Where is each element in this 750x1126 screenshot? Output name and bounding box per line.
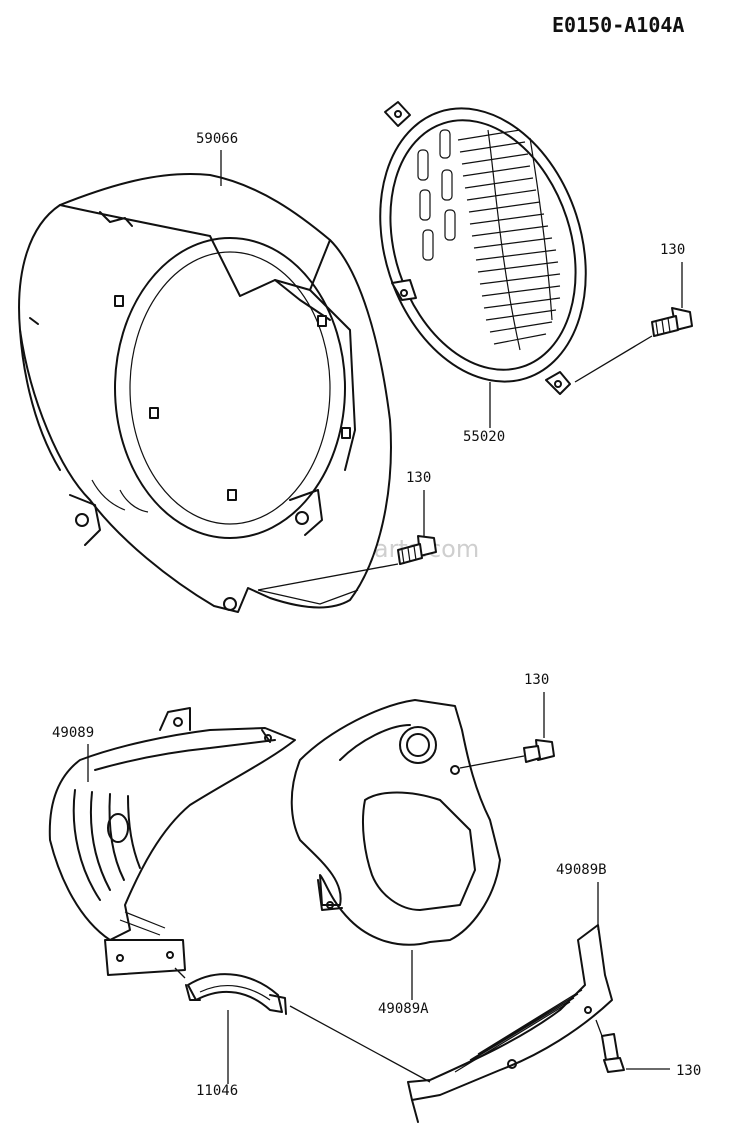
part-label-49089: 49089 (52, 725, 94, 741)
diagram-code: E0150-A104A (552, 13, 684, 37)
hose-clamp-icon (185, 973, 287, 1015)
bolt-icon (651, 307, 693, 337)
part-label-130-bracket: 130 (676, 1063, 701, 1079)
bolt-icon (601, 1033, 625, 1073)
part-label-11046: 11046 (196, 1083, 238, 1099)
fan-grille-icon (379, 101, 587, 395)
part-label-59066: 59066 (196, 131, 238, 147)
part-label-55020: 55020 (463, 429, 505, 445)
part-label-49089B: 49089B (556, 862, 607, 878)
bolt-icon (397, 535, 437, 565)
part-label-130-plate: 130 (524, 672, 549, 688)
baffle-plate-icon (290, 699, 501, 946)
bracket-icon (407, 924, 613, 1123)
part-label-130-grille: 130 (660, 242, 685, 258)
cylinder-cover-icon (48, 707, 296, 976)
bolt-icon (523, 739, 555, 763)
part-label-130-shroud: 130 (406, 470, 431, 486)
part-label-49089A: 49089A (378, 1001, 429, 1017)
blower-shroud-icon (18, 173, 392, 613)
